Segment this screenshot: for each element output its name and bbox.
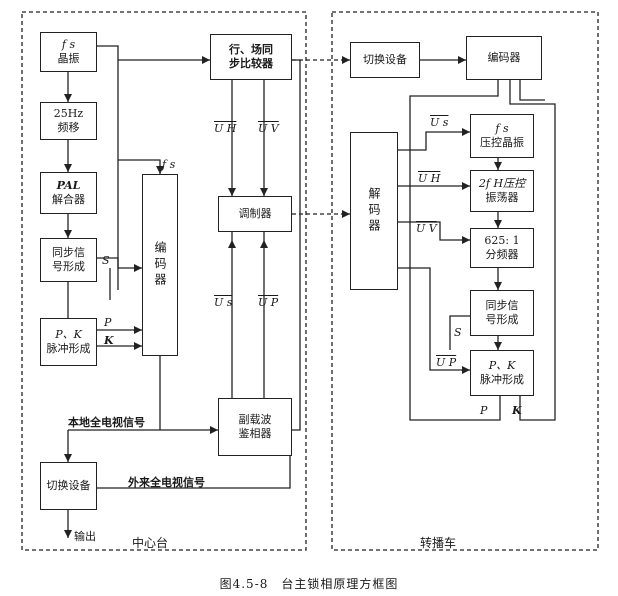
right-switch-box: 切换设备 [350, 42, 420, 78]
modulator-label: 调制器 [238, 207, 272, 220]
label-p: P [104, 316, 112, 329]
freq-shift-label: 频移 [57, 121, 80, 134]
left-encoder-box: 编码器 [142, 174, 178, 356]
right-encoder-label: 编码器 [487, 51, 521, 64]
arrow [64, 230, 72, 238]
arrow [342, 210, 350, 218]
label-r-k: K [512, 404, 522, 417]
pk-pulse-symbol: P、K [55, 328, 82, 341]
decoder-box: 解码器 [350, 132, 398, 290]
label-us: U s [214, 296, 233, 309]
sync-gen-box: 同步信号形成 [40, 238, 97, 282]
center-region-border [21, 11, 307, 551]
arrow [260, 240, 268, 248]
sync-compare-line2: 步比较器 [229, 57, 273, 70]
hvco-line2: 振荡器 [485, 191, 519, 204]
arrow [494, 342, 502, 350]
label-fs: f s [162, 158, 176, 171]
sync-gen-line2: 号形成 [52, 260, 85, 273]
sync-compare-line1: 行、场同 [229, 43, 273, 56]
hvco-box: 2f H压控振荡器 [470, 170, 534, 212]
arrow [134, 342, 142, 350]
label-output: 输出 [74, 530, 96, 543]
right-encoder-box: 编码器 [466, 36, 542, 80]
label-up: U P [258, 296, 279, 309]
left-switch-label: 切换设备 [46, 479, 91, 492]
arrow [494, 220, 502, 228]
fs-crystal-label: 晶振 [57, 52, 80, 65]
arrow [260, 188, 268, 196]
hvco-line1: 2f H压控 [478, 177, 526, 190]
subcarrier-demod-box: 副载波鉴相器 [218, 398, 292, 456]
right-pk-symbol: P、K [488, 359, 516, 372]
arrow [462, 182, 470, 190]
left-switch-box: 切换设备 [40, 462, 97, 510]
label-r-up: U P [436, 356, 457, 369]
right-pk-label: 脉冲形成 [480, 373, 524, 386]
sync-gen-line1: 同步信 [52, 246, 85, 259]
label-r-p: P [480, 404, 488, 417]
pal-label: 解合器 [52, 193, 85, 206]
arrow [134, 264, 142, 272]
demod-line1: 副载波 [238, 413, 272, 426]
arrow [228, 240, 236, 248]
arrow [342, 56, 350, 64]
arrow [228, 188, 236, 196]
arrow [202, 56, 210, 64]
label-external-video: 外来全电视信号 [128, 476, 205, 489]
region-center-label: 中心台 [132, 536, 169, 550]
arrow [64, 164, 72, 172]
pal-symbol: PAL [56, 179, 81, 192]
demod-line2: 鉴相器 [238, 427, 272, 440]
right-switch-label: 切换设备 [363, 53, 407, 66]
arrow [494, 282, 502, 290]
divider-ratio: 625: 1 [484, 234, 520, 247]
arrow [210, 426, 218, 434]
arrow [462, 236, 470, 244]
vcxo-symbol: f s [495, 122, 509, 135]
right-sync-line2: 号形成 [485, 313, 519, 326]
pk-pulse-label: 脉冲形成 [46, 342, 91, 355]
freq-shift-value: 25Hz [53, 107, 84, 120]
region-van-label: 转播车 [420, 536, 457, 550]
right-sync-line1: 同步信 [485, 299, 519, 312]
arrow [134, 326, 142, 334]
arrow [156, 166, 164, 174]
label-s: S [102, 254, 110, 267]
label-local-video: 本地全电视信号 [68, 416, 145, 429]
arrow [458, 56, 466, 64]
label-k: K [104, 334, 114, 347]
divider-label: 分频器 [485, 248, 519, 261]
label-r-s: S [454, 326, 462, 339]
arrow [462, 128, 470, 136]
van-region-border [331, 11, 599, 551]
right-sync-gen-box: 同步信号形成 [470, 290, 534, 336]
label-r-uh: U H [418, 172, 441, 185]
label-r-uv: U V [416, 222, 437, 235]
sync-compare-box: 行、场同步比较器 [210, 34, 292, 80]
modulator-box: 调制器 [218, 196, 292, 232]
arrow [64, 530, 72, 538]
arrow [462, 366, 470, 374]
vcxo-label: 压控晶振 [480, 136, 524, 149]
label-uv: U V [258, 122, 279, 135]
figure-caption: 图4.5-8 台主锁相原理方框图 [219, 577, 399, 591]
label-r-us: U s [430, 116, 449, 129]
decoder-label: 解码器 [367, 187, 381, 235]
label-uh: U H [214, 122, 237, 135]
arrow [64, 94, 72, 102]
fs-crystal-symbol: f s [61, 38, 76, 51]
arrow [64, 454, 72, 462]
arrow [494, 162, 502, 170]
left-encoder-label: 编码器 [153, 241, 167, 289]
